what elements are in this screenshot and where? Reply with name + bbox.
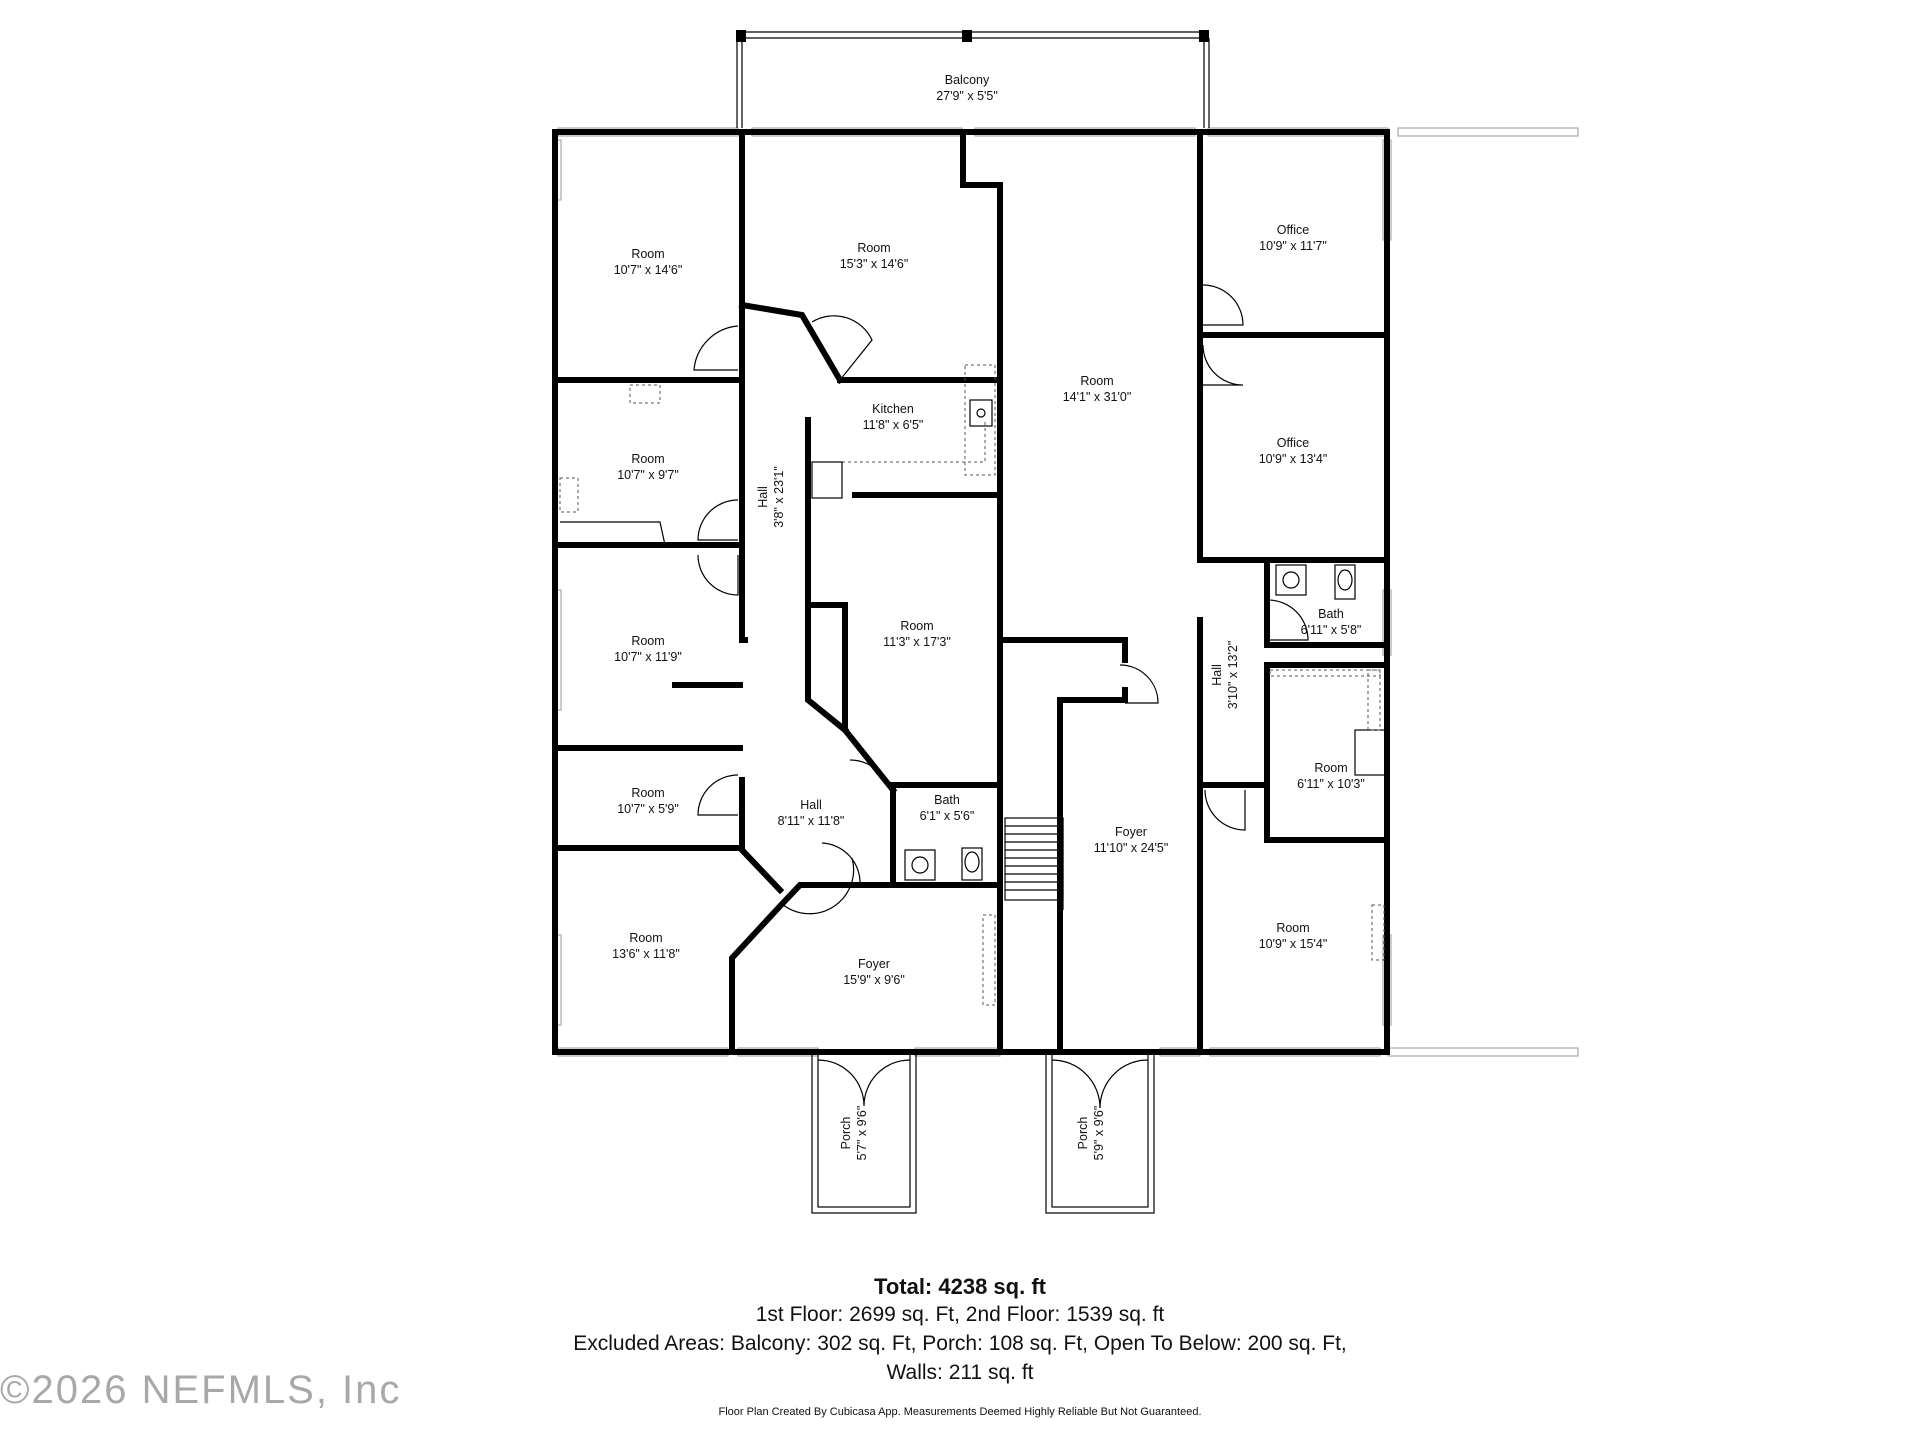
label-foyer-1: Foyer 11'10" x 24'5" (1094, 825, 1169, 855)
room-dims: 6'11" x 5'8" (1301, 623, 1362, 637)
room-name: Kitchen (872, 402, 914, 416)
room-dims: 11'8" x 6'5" (863, 418, 924, 432)
room-labels: Balcony 27'9" x 5'5" Room 10'7" x 14'6" … (612, 73, 1365, 1160)
room-name: Hall (1210, 664, 1224, 686)
label-hall-3: Hall 8'11" x 11'8" (778, 798, 845, 828)
label-office-2: Office 10'9" x 13'4" (1259, 436, 1328, 466)
room-dims: 6'1" x 5'6" (920, 809, 975, 823)
label-room-sw: Room 13'6" x 11'8" (612, 931, 680, 961)
room-dims: 14'1" x 31'0" (1063, 390, 1132, 404)
room-name: Room (1314, 761, 1347, 775)
label-kitchen: Kitchen 11'8" x 6'5" (863, 402, 924, 432)
room-name: Room (900, 619, 933, 633)
room-dims: 11'10" x 24'5" (1094, 841, 1169, 855)
room-name: Room (1276, 921, 1309, 935)
room-dims: 27'9" x 5'5" (936, 89, 998, 103)
room-dims: 3'10" x 13'2" (1226, 641, 1240, 710)
floor-areas: 1st Floor: 2699 sq. Ft, 2nd Floor: 1539 … (755, 1303, 1165, 1326)
room-dims: 10'7" x 9'7" (617, 468, 679, 482)
label-bath-2: Bath 6'1" x 5'6" (920, 793, 975, 823)
fixtures (559, 364, 1388, 1006)
room-name: Room (631, 247, 664, 261)
label-room-e: Room 6'11" x 10'3" (1297, 761, 1365, 791)
label-room-large: Room 14'1" x 31'0" (1063, 374, 1132, 404)
label-room-w4: Room 10'7" x 5'9" (617, 786, 679, 816)
room-dims: 10'7" x 14'6" (614, 263, 683, 277)
room-dims: 15'9" x 9'6" (843, 973, 905, 987)
stairs (1004, 817, 1064, 910)
room-name: Bath (1318, 607, 1344, 621)
label-balcony: Balcony 27'9" x 5'5" (936, 73, 998, 103)
room-name: Room (857, 241, 890, 255)
room-dims: 6'11" x 10'3" (1297, 777, 1365, 791)
room-dims: 15'3" x 14'6" (840, 257, 909, 271)
label-bath-1: Bath 6'11" x 5'8" (1301, 607, 1362, 637)
door-swings (693, 284, 1309, 915)
room-name: Bath (934, 793, 960, 807)
room-name: Foyer (1115, 825, 1147, 839)
label-room-mid: Room 11'3" x 17'3" (883, 619, 951, 649)
room-name: Room (629, 931, 662, 945)
label-room-se: Room 10'9" x 15'4" (1259, 921, 1328, 951)
walls (552, 129, 1390, 1055)
copyright-watermark: ©2026 NEFMLS, Inc (0, 1368, 402, 1412)
label-office-1: Office 10'9" x 11'7" (1259, 223, 1327, 253)
room-dims: 10'9" x 15'4" (1259, 937, 1328, 951)
label-hall-2: Hall 3'10" x 13'2" (1210, 641, 1240, 710)
windows (552, 127, 1579, 1057)
room-dims: 5'9" x 9'6" (1092, 1106, 1106, 1161)
room-name: Hall (756, 486, 770, 508)
room-dims: 10'7" x 11'9" (614, 650, 682, 664)
room-dims: 13'6" x 11'8" (612, 947, 680, 961)
label-hall-1: Hall 3'8" x 23'1" (756, 466, 786, 528)
room-name: Room (631, 786, 664, 800)
room-dims: 3'8" x 23'1" (772, 466, 786, 528)
room-name: Room (631, 634, 664, 648)
room-dims: 11'3" x 17'3" (883, 635, 951, 649)
label-room-n: Room 15'3" x 14'6" (840, 241, 909, 271)
total-area: Total: 4238 sq. ft (874, 1274, 1046, 1299)
label-foyer-2: Foyer 15'9" x 9'6" (843, 957, 905, 987)
disclaimer: Floor Plan Created By Cubicasa App. Meas… (718, 1406, 1202, 1418)
room-dims: 8'11" x 11'8" (778, 814, 845, 828)
floor-plan: Balcony 27'9" x 5'5" Room 10'7" x 14'6" … (552, 30, 1579, 1214)
label-room-nw: Room 10'7" x 14'6" (614, 247, 683, 277)
room-name: Foyer (858, 957, 890, 971)
room-name: Balcony (945, 73, 990, 87)
label-porch-2: Porch 5'9" x 9'6" (1076, 1106, 1106, 1161)
room-dims: 10'9" x 11'7" (1259, 239, 1327, 253)
room-name: Room (631, 452, 664, 466)
excluded-areas: Excluded Areas: Balcony: 302 sq. Ft, Por… (573, 1332, 1347, 1355)
room-dims: 10'9" x 13'4" (1259, 452, 1328, 466)
label-room-w2: Room 10'7" x 9'7" (617, 452, 679, 482)
label-porch-1: Porch 5'7" x 9'6" (839, 1106, 869, 1161)
room-dims: 5'7" x 9'6" (855, 1106, 869, 1161)
room-name: Office (1277, 436, 1309, 450)
room-name: Office (1277, 223, 1309, 237)
room-name: Hall (800, 798, 822, 812)
room-name: Porch (839, 1117, 853, 1150)
room-dims: 10'7" x 5'9" (617, 802, 679, 816)
label-room-w3: Room 10'7" x 11'9" (614, 634, 682, 664)
balcony-outline (736, 30, 1210, 128)
room-name: Room (1080, 374, 1113, 388)
porch-outlines (811, 1052, 1155, 1214)
wall-area: Walls: 211 sq. ft (886, 1361, 1034, 1384)
room-name: Porch (1076, 1117, 1090, 1150)
